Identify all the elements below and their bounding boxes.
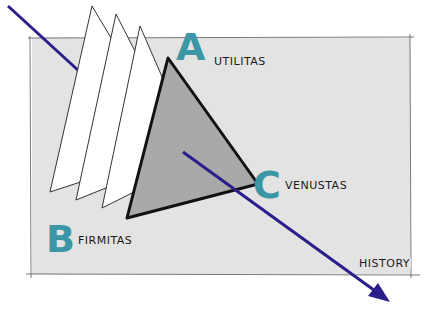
vertex-letter: A (176, 28, 205, 66)
triad-triangle (127, 58, 258, 218)
axis-label: HISTORY (358, 258, 411, 269)
vertex-label: UTILITAS (214, 56, 266, 67)
history-arrow (183, 152, 378, 293)
vertex-label: VENUSTAS (285, 180, 347, 191)
history-arrow-tail (8, 6, 80, 72)
vertex-letter: C (253, 166, 281, 204)
vertex-letter: B (46, 220, 75, 258)
arrow-head (368, 283, 390, 302)
vertex-label: FIRMITAS (78, 235, 132, 246)
